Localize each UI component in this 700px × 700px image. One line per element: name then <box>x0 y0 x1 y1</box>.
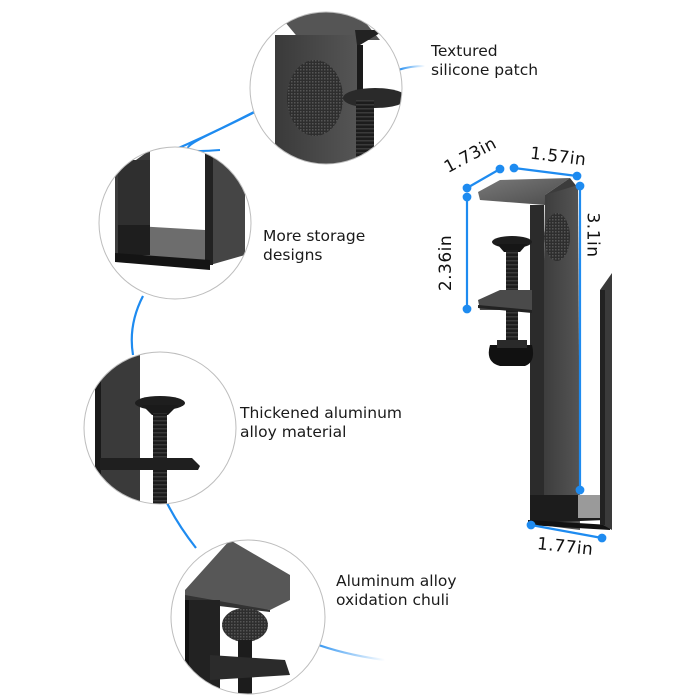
dimension-lines <box>462 163 607 543</box>
dimension-height: 3.1in <box>582 212 603 258</box>
feature-line: alloy material <box>240 423 347 441</box>
feature-line: oxidation chuli <box>336 591 450 609</box>
detail-circle-storage <box>99 147 251 299</box>
detail-circle-thickened <box>84 352 236 504</box>
main-product <box>478 178 612 530</box>
feature-label-thickened: Thickened aluminum alloy material <box>240 404 402 442</box>
feature-line: More storage <box>263 227 366 245</box>
feature-line: Textured <box>431 42 498 60</box>
feature-line: Thickened aluminum <box>240 404 402 422</box>
dim-dot <box>462 183 472 193</box>
feature-line: silicone patch <box>431 61 539 79</box>
feature-label-storage: More storage designs <box>263 227 365 265</box>
feature-label-oxidation: Aluminum alloy oxidation chuli <box>336 572 457 610</box>
detail-circle-silicone-patch <box>250 12 402 164</box>
feature-line: designs <box>263 246 323 264</box>
feature-label-silicone-patch: Textured silicone patch <box>431 42 538 80</box>
dim-dot <box>495 164 505 174</box>
dimension-clamp-gap: 2.36in <box>436 234 457 292</box>
detail-circle-oxidation <box>171 540 325 694</box>
feature-line: Aluminum alloy <box>336 572 457 590</box>
